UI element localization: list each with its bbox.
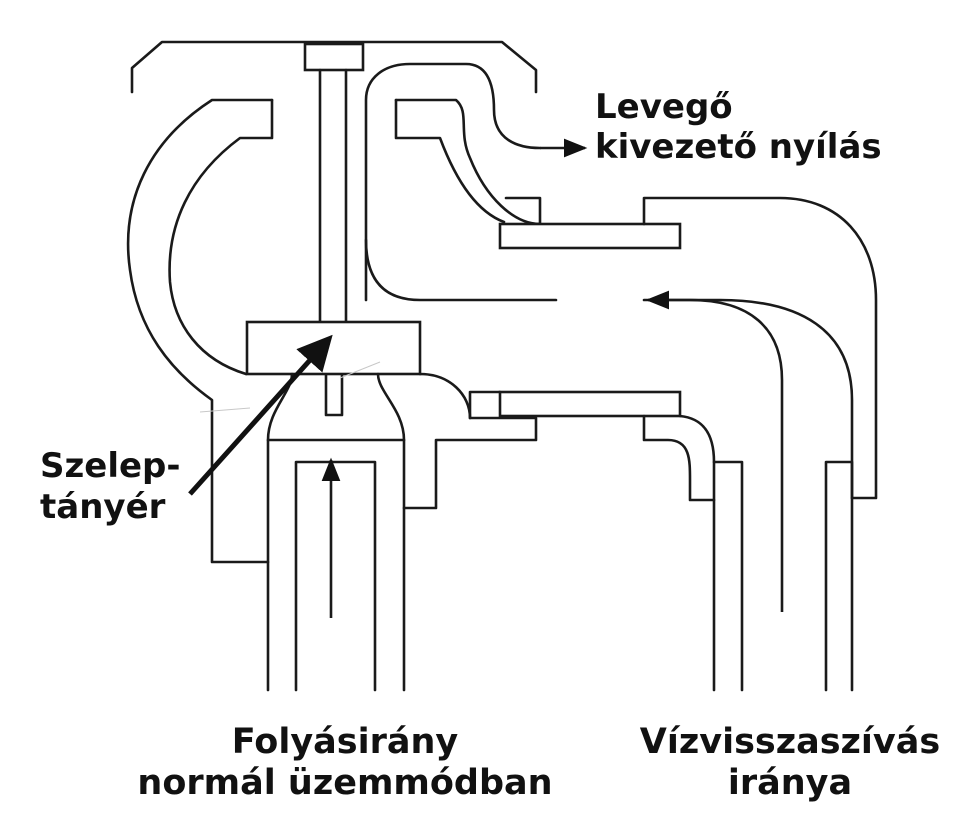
upper-body-inner-right	[642, 298, 854, 500]
housing-cap	[130, 40, 538, 94]
valve-disc-label-line2: tányér	[40, 487, 166, 528]
backflow-label-line2: iránya	[727, 763, 853, 804]
left-chamber-inner	[168, 98, 274, 376]
stem-guide	[303, 42, 365, 72]
air-outlet-inner	[394, 98, 542, 226]
valve-stem	[318, 68, 348, 324]
right-outlet-pipe	[642, 414, 716, 502]
backflow-label-line1: Vízvisszaszívás	[639, 722, 941, 762]
air-outlet-label: Levegő kivezető nyílás	[595, 87, 882, 168]
faint-line	[339, 361, 381, 379]
lower-body-left	[468, 390, 502, 420]
valve-disc	[245, 320, 422, 376]
normal-flow-label: Folyásirány normál üzemmódban	[135, 722, 555, 805]
upper-body-right	[642, 196, 878, 500]
normal-flow-label-line1: Folyásirány	[231, 722, 459, 762]
faint-line	[199, 407, 251, 413]
air-outlet-label-line1: Levegő	[595, 87, 733, 127]
body-lower-step	[402, 372, 538, 510]
inlet-pipe-outer-right	[376, 372, 406, 692]
backflow-arrow	[645, 290, 784, 612]
inlet-pipe-outer	[266, 372, 294, 692]
valve-disc-label: Szelep- tányér	[40, 446, 181, 529]
air-outlet-label-line2: kivezető nyílás	[595, 126, 882, 167]
inlet-pipe-inner-left	[294, 460, 377, 692]
normal-flow-label-line2: normál üzemmódban	[137, 763, 553, 804]
upper-sleeve	[498, 222, 682, 250]
left-chamber-outer	[126, 98, 274, 564]
valve-disc-label-line1: Szelep-	[40, 446, 181, 486]
air-outlet-inner-back	[394, 98, 506, 224]
backflow-label: Vízvisszaszívás iránya	[630, 722, 950, 805]
air-channel-outer	[364, 62, 542, 302]
air-channel-lower	[364, 238, 558, 302]
lower-sleeve	[498, 390, 682, 418]
valve-stem-lower	[324, 372, 344, 417]
right-outlet-pipe-legs	[712, 460, 854, 692]
valve-disc-leader-arrow	[188, 334, 333, 496]
